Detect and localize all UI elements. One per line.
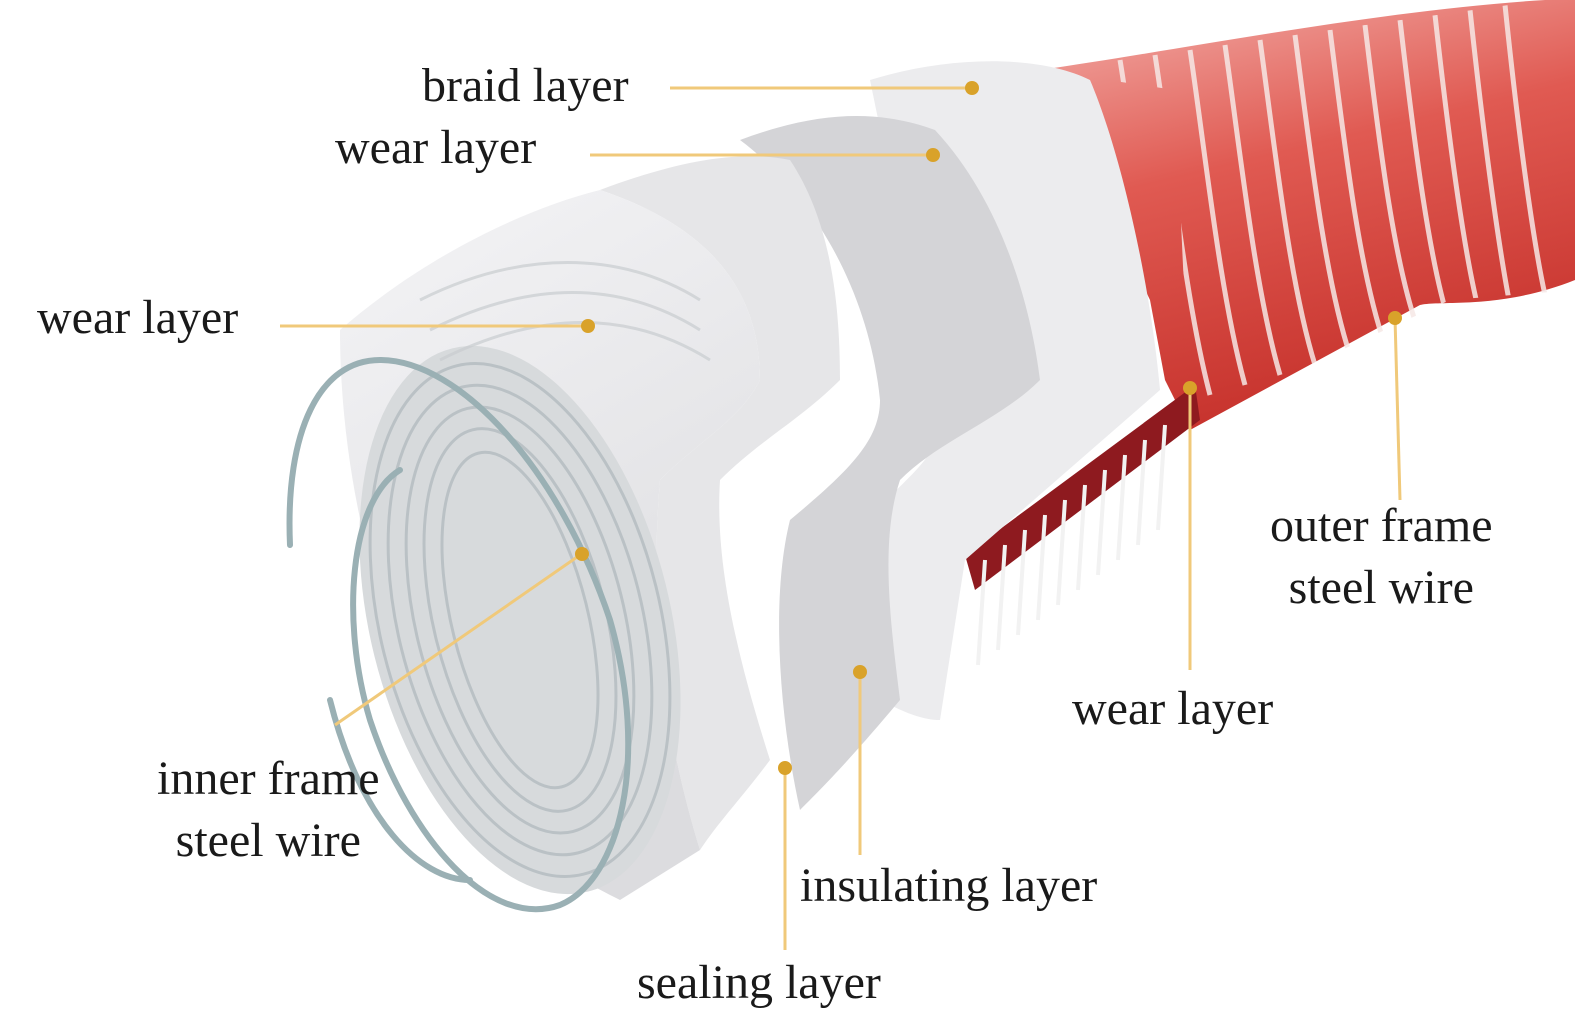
label-inner-frame-line1: inner frame: [157, 748, 380, 810]
label-inner-frame-line2: steel wire: [157, 810, 380, 872]
marker-sealing-layer: [778, 761, 792, 775]
marker-insulating-layer: [853, 665, 867, 679]
label-sealing-layer: sealing layer: [637, 952, 881, 1014]
label-inner-frame-steel-wire: inner frame steel wire: [157, 748, 380, 872]
label-insulating-layer: insulating layer: [800, 855, 1097, 917]
leader-outer-frame: [1395, 318, 1400, 500]
label-outer-frame-line2: steel wire: [1270, 557, 1493, 619]
label-wear-layer-left: wear layer: [37, 287, 238, 349]
marker-outer-frame: [1388, 311, 1402, 325]
label-wear-layer-right: wear layer: [1072, 678, 1273, 740]
label-outer-frame-steel-wire: outer frame steel wire: [1270, 495, 1493, 619]
label-outer-frame-line1: outer frame: [1270, 495, 1493, 557]
marker-wear-layer-top: [926, 148, 940, 162]
label-braid-layer: braid layer: [422, 55, 629, 117]
marker-wear-layer-right: [1183, 381, 1197, 395]
marker-braid-layer: [965, 81, 979, 95]
marker-inner-frame: [575, 547, 589, 561]
label-wear-layer-top: wear layer: [335, 117, 536, 179]
marker-wear-layer-left: [581, 319, 595, 333]
